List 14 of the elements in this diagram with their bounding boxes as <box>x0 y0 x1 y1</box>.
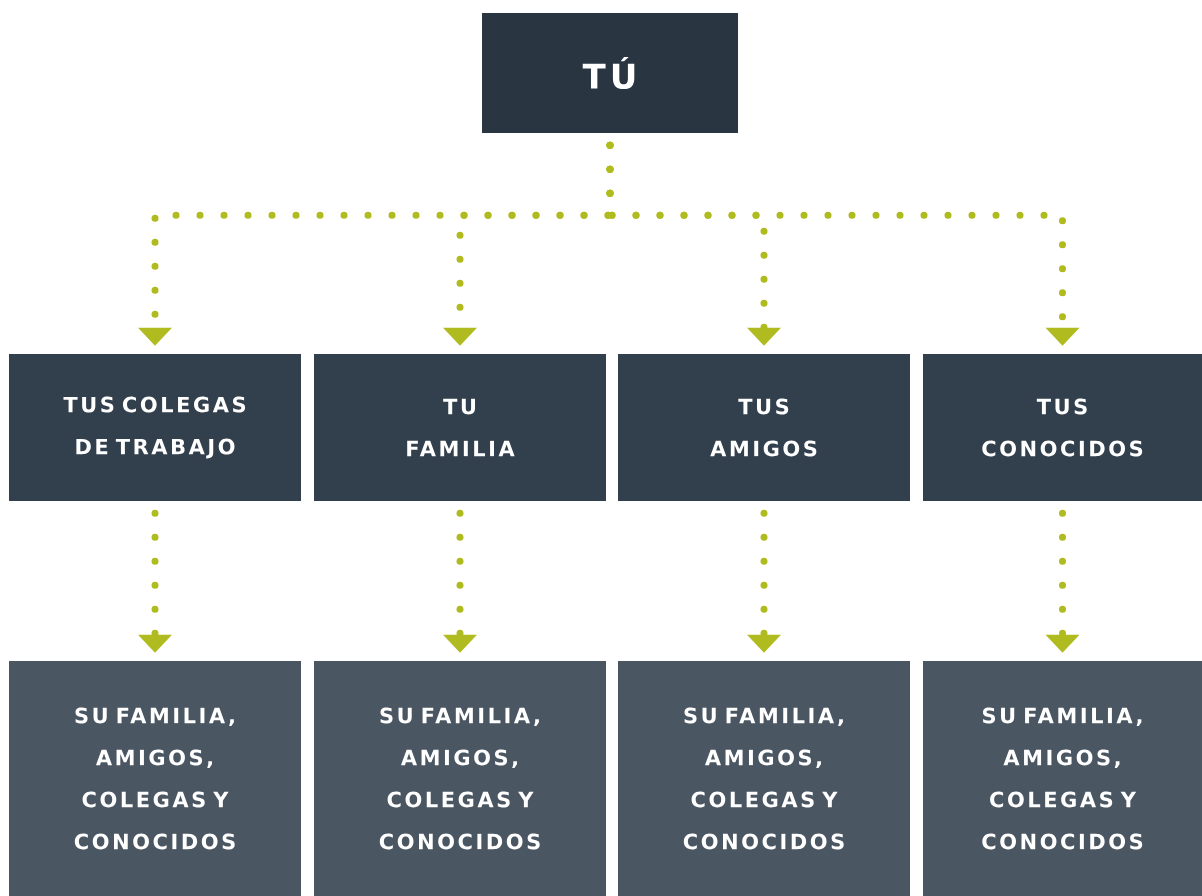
network-box: SU FAMILIA, AMIGOS, COLEGAS Y CONOCIDOS <box>923 661 1202 896</box>
group-box: TUS CONOCIDOS <box>923 354 1202 501</box>
arrow <box>443 509 477 653</box>
group-box: TU FAMILIA <box>314 354 606 501</box>
arrow <box>1045 509 1080 653</box>
arrow <box>606 141 1080 346</box>
network-box: SU FAMILIA, AMIGOS, COLEGAS Y CONOCIDOS <box>9 661 301 896</box>
group-box: TUS COLEGAS DE TRABAJO <box>9 354 301 501</box>
arrow <box>747 509 781 653</box>
group-box: TUS AMIGOS <box>618 354 910 501</box>
network-box: SU FAMILIA, AMIGOS, COLEGAS Y CONOCIDOS <box>618 661 910 896</box>
arrow <box>138 509 172 653</box>
root-box: TÚ <box>482 13 738 133</box>
network-box: SU FAMILIA, AMIGOS, COLEGAS Y CONOCIDOS <box>314 661 606 896</box>
